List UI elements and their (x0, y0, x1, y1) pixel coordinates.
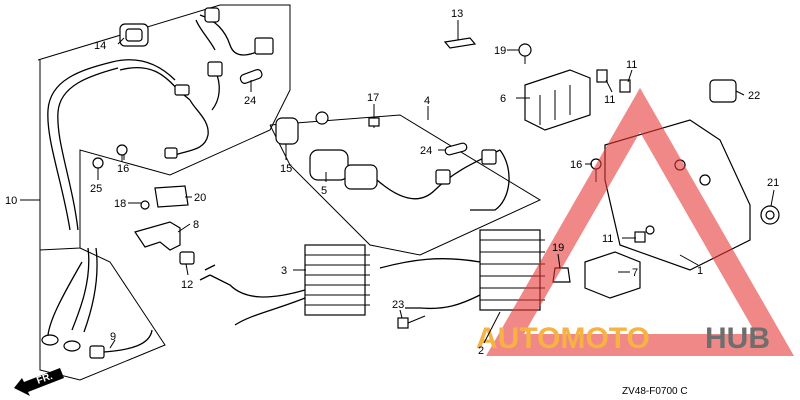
coil-part-5 (309, 149, 378, 190)
screw-part-16 (116, 144, 128, 162)
callout-15: 15 (280, 163, 292, 175)
cover-part-13 (443, 37, 477, 49)
callout-12: 12 (181, 279, 193, 291)
bolt-part-25 (92, 157, 104, 178)
holder-part-7 (584, 251, 641, 299)
clip-part-20 (154, 185, 189, 208)
regulator-part-3 (199, 244, 370, 326)
clip-part-11-b (634, 231, 646, 243)
callout-5: 5 (321, 185, 327, 197)
leader-lines (20, 20, 775, 349)
callouts: 1 2 3 4 5 6 7 8 9 10 11 11 11 12 13 14 1… (5, 8, 779, 357)
fuse-part-24-b (444, 142, 468, 156)
callout-16-a: 16 (117, 163, 129, 175)
ignition-group-outline (269, 114, 542, 256)
callout-24-a: 24 (244, 95, 256, 107)
callout-6: 6 (500, 93, 506, 105)
harness-wire-4 (376, 149, 510, 211)
callout-24-b: 24 (420, 145, 432, 157)
callout-19-a: 19 (494, 45, 506, 57)
bolt-part-18 (140, 200, 150, 210)
bolt-part-17 (368, 108, 380, 128)
diagram-code: ZV48-F0700 C (622, 386, 688, 397)
fuse-part-24 (239, 69, 263, 84)
callout-20: 20 (194, 192, 206, 204)
callout-19-b: 19 (552, 242, 564, 254)
front-direction-arrow: FR. (14, 368, 64, 396)
callout-4: 4 (424, 95, 430, 107)
clip-part-19 (518, 43, 532, 64)
battery-cable (41, 59, 191, 352)
callout-25: 25 (90, 183, 102, 195)
direction-label: FR. (35, 371, 54, 387)
clip-part-11 (596, 69, 631, 93)
callout-3: 3 (281, 265, 287, 277)
callout-11-b: 11 (604, 94, 615, 106)
callout-1: 1 (697, 265, 703, 277)
callout-10: 10 (5, 195, 17, 207)
watermark-text-primary: AUTOMOTO (476, 322, 650, 355)
sub-harness (164, 7, 274, 159)
callout-16-b: 16 (570, 159, 582, 171)
connector-part-12 (179, 251, 195, 265)
bracket-part-8 (134, 221, 181, 251)
callout-11-c: 11 (602, 233, 613, 245)
callout-21: 21 (767, 177, 779, 189)
callout-22: 22 (748, 90, 760, 102)
callout-8: 8 (193, 219, 199, 231)
battery-cable-group-outline (20, 4, 291, 381)
holder-part-6 (524, 69, 591, 131)
cap-part-22 (709, 79, 737, 103)
callout-14: 14 (94, 40, 106, 52)
cap-part-15 (275, 111, 329, 145)
callout-13: 13 (451, 8, 463, 20)
watermark-text-secondary: HUB (705, 322, 770, 355)
callout-9: 9 (110, 331, 116, 343)
grommet-part-14 (119, 23, 149, 47)
callout-23: 23 (392, 299, 404, 311)
callout-2: 2 (478, 345, 484, 357)
bolt-part-23 (397, 315, 426, 329)
callout-11-a: 11 (626, 59, 637, 71)
callout-17: 17 (367, 92, 379, 104)
callout-18: 18 (114, 198, 126, 210)
watermark: AUTOMOTO HUB (476, 87, 795, 356)
callout-7: 7 (632, 267, 638, 279)
watermark-triangle (485, 87, 795, 356)
grommet-part-21 (760, 205, 780, 225)
wire-part-9 (89, 329, 153, 359)
